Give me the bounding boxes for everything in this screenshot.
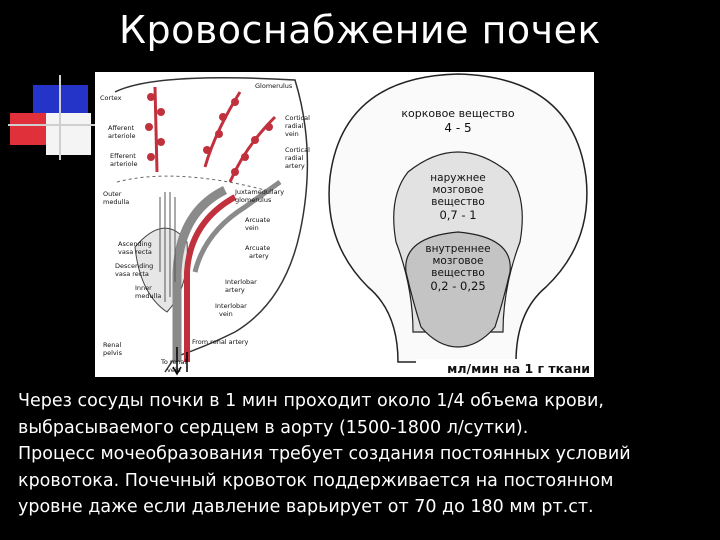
medulla-boundary	[116, 175, 266, 191]
label-cortical-radial-artery-2: radial	[285, 154, 304, 162]
label-glomerulus: Glomerulus	[255, 82, 293, 90]
vasa-recta	[159, 192, 176, 302]
arcuate-shape	[192, 179, 282, 273]
interlobar-vein-shape	[172, 185, 228, 362]
label-cortical-radial-artery-3: artery	[285, 162, 305, 170]
label-ascending: Ascending	[118, 240, 152, 248]
inner-medulla-label-3: вещество	[431, 267, 485, 279]
label-arcuate-artery-2: artery	[249, 252, 269, 260]
label-outer-medulla-2: medulla	[103, 198, 129, 206]
label-descending-2: vasa recta	[115, 270, 149, 278]
label-inner-medulla-2: medulla	[135, 292, 161, 300]
label-interlobar-artery-2: artery	[225, 286, 245, 294]
label-to-renal-vein: To renal	[160, 358, 187, 366]
label-descending: Descending	[115, 262, 153, 270]
body-line: Через сосуды почки в 1 мин проходит окол…	[18, 391, 604, 411]
label-cortical-radial-vein-2: radial	[285, 122, 304, 130]
blood-flow-diagram: корковое вещество 4 - 5 наружнее мозгово…	[318, 72, 594, 377]
body-line: Процесс мочеобразования требует создания…	[18, 444, 631, 464]
body-line: выбрасываемого сердцем в аорту (1500-180…	[18, 417, 529, 438]
inner-medulla-label-1: внутреннее	[425, 243, 490, 255]
label-efferent-2: arteriole	[110, 160, 137, 168]
label-renal-pelvis-2: pelvis	[103, 349, 123, 357]
label-arcuate-artery: Arcuate	[245, 244, 270, 252]
label-interlobar-artery: Interlobar	[225, 278, 257, 286]
cortical-radial-artery-1	[153, 86, 159, 173]
outer-medulla-label-1: наружнее	[430, 172, 485, 184]
interlobar-artery-shape	[184, 194, 237, 362]
body-text: Через сосуды почки в 1 мин проходит окол…	[18, 388, 708, 521]
deco-white-square	[46, 113, 91, 155]
cortex-value: 4 - 5	[444, 121, 471, 135]
label-arcuate-vein-2: vein	[245, 224, 259, 232]
body-line: кровотока. Почечный кровоток поддерживае…	[18, 470, 614, 491]
label-from-renal-artery: From renal artery	[192, 338, 249, 346]
vasculature-diagram: Cortex Afferent arteriole Efferent arter…	[95, 72, 320, 377]
cortex-label: корковое вещество	[401, 107, 515, 120]
label-interlobar-vein: Interlobar	[215, 302, 247, 310]
label-afferent-2: arteriole	[108, 132, 135, 140]
label-interlobar-vein-2: vein	[219, 310, 233, 318]
label-to-renal-vein-2: vein	[167, 366, 181, 374]
label-efferent: Efferent	[110, 152, 136, 160]
cortical-radial-artery-3	[228, 115, 277, 183]
label-ascending-2: vasa recta	[118, 248, 152, 256]
outer-medulla-value: 0,7 - 1	[439, 208, 476, 222]
label-cortical-radial-artery: Cortical	[285, 146, 310, 154]
label-cortical-radial-vein: Cortical	[285, 114, 310, 122]
label-juxtamedullary: Juxtamedullary	[234, 188, 284, 196]
glomeruli	[145, 93, 273, 176]
outer-medulla-label-2: мозговое	[433, 184, 484, 196]
unit-caption-bg	[416, 359, 594, 377]
decorative-squares	[8, 75, 96, 160]
slide-title: Кровоснабжение почек	[119, 8, 601, 52]
label-juxtamedullary-2: glomerulus	[235, 196, 272, 204]
kidney-outline	[114, 76, 309, 373]
label-renal-pelvis: Renal	[103, 341, 121, 349]
label-cortex: Cortex	[100, 94, 122, 102]
label-cortical-radial-vein-3: vein	[285, 130, 299, 138]
label-afferent: Afferent	[108, 124, 135, 132]
unit-caption: мл/мин на 1 г ткани	[447, 361, 590, 376]
outer-medulla-label-3: вещество	[431, 196, 485, 208]
label-arcuate-vein: Arcuate	[245, 216, 270, 224]
body-line: уровне даже если давление варьирует от 7…	[18, 497, 594, 517]
inner-medulla-zone	[405, 231, 511, 348]
to-renal-vein-arrow	[172, 347, 182, 376]
label-inner-medulla: Inner	[135, 284, 152, 292]
label-outer-medulla: Outer	[103, 190, 122, 198]
inner-medulla-label-2: мозговое	[433, 255, 484, 267]
inner-medulla-value: 0,2 - 0,25	[430, 279, 485, 293]
